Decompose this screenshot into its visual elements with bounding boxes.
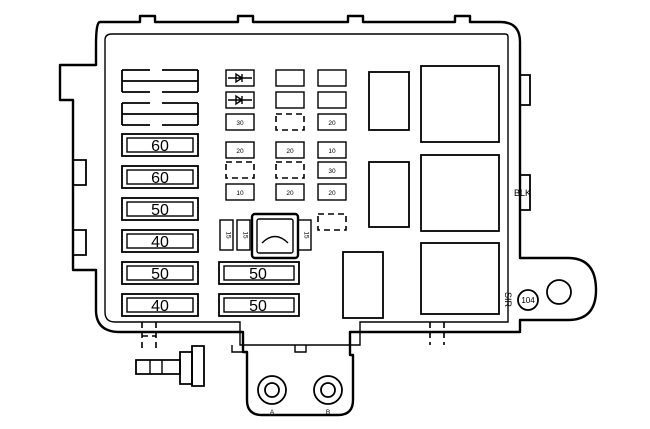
mini-fuse-label: 20: [328, 120, 336, 127]
mini-fuse: [275, 91, 305, 109]
right-notch-lower: [520, 174, 531, 211]
large-fuse-inner: [223, 265, 295, 281]
mini-fuse-label: 10: [328, 148, 336, 155]
large-fuse-label: 50: [151, 266, 169, 283]
large-fuse-inner: [126, 201, 194, 217]
splice-circle: [517, 289, 539, 311]
mini-fuse-label: 20: [286, 148, 294, 155]
mini-fuse-label: 30: [328, 168, 336, 175]
large-fuse-inner: [126, 137, 194, 153]
housing-outline: [58, 14, 598, 417]
bottom-tab: [231, 345, 243, 353]
mini-fuse-label: 20: [286, 190, 294, 197]
stud-a: [257, 375, 287, 405]
stud-connector: [135, 322, 205, 387]
large-fuse-label: 50: [249, 298, 267, 315]
large-fuse-inner: [126, 265, 194, 281]
mini-fuse: [317, 183, 347, 201]
relay-small-1: [368, 71, 410, 131]
mini-fuse: [275, 69, 305, 87]
relay-large-3: [420, 242, 500, 315]
large-fuse-inner: [126, 169, 194, 185]
large-fuse-label: 40: [151, 298, 169, 315]
mini-fuse-label: 20: [328, 190, 336, 197]
mini-fuse: [317, 141, 347, 159]
large-fuse-inner: [126, 297, 194, 313]
mounting-hole: [546, 279, 572, 305]
housing-inner-wall: [104, 33, 509, 346]
large-fuse-inner: [126, 233, 194, 249]
left-notch: [73, 159, 87, 186]
large-fuse: [218, 261, 300, 285]
right-notch: [520, 74, 531, 106]
diode-icon: [228, 72, 252, 84]
relay-small-3: [342, 251, 384, 319]
mini-fuse: [275, 183, 305, 201]
mini-fuse-label: 30: [236, 120, 244, 127]
mini-fuse-empty-slot: [317, 213, 347, 231]
relay-large-1: [420, 65, 500, 143]
mini-fuse-label: 10: [236, 190, 244, 197]
large-fuse-label: 50: [249, 266, 267, 283]
large-fuse-label: 50: [151, 202, 169, 219]
diode-icon: [228, 94, 252, 106]
stud-a-label: A: [270, 409, 275, 416]
large-fuse: [121, 133, 199, 157]
mini-fuse: [317, 91, 347, 109]
mini-fuse: [317, 69, 347, 87]
stud-b: [313, 375, 343, 405]
mini-fuse-label: 20: [236, 148, 244, 155]
mini-fuse: [225, 141, 255, 159]
bottom-tab: [294, 345, 307, 353]
mini-fuse: [225, 69, 255, 87]
large-fuse: [121, 261, 199, 285]
right-lead: [429, 322, 445, 345]
mini-fuse: [225, 113, 255, 131]
mini-fuse: [275, 141, 305, 159]
vertical-mini-fuse-label: 15: [303, 231, 310, 239]
vertical-mini-fuse: [219, 219, 234, 251]
vertical-mini-fuse-label: 15: [225, 231, 232, 239]
stud-b-label: B: [326, 409, 330, 416]
mini-fuse-empty-slot: [275, 161, 305, 179]
large-fuse-label: 60: [151, 138, 169, 155]
large-fuse-label: 40: [151, 234, 169, 251]
large-fuse: [121, 229, 199, 253]
large-fuse: [121, 293, 199, 317]
large-fuse-label: 60: [151, 170, 169, 187]
relay-small-2: [368, 161, 410, 228]
large-fuse-slot-2: [121, 102, 199, 126]
color-label: BLK: [514, 188, 531, 198]
relay-large-2: [420, 154, 500, 232]
left-notch-lower: [73, 229, 87, 256]
vertical-mini-fuse-label: 15: [242, 231, 249, 239]
splice-label: 104: [521, 296, 535, 305]
large-fuse: [121, 165, 199, 189]
mini-fuse-empty-slot: [225, 161, 255, 179]
mini-fuse-empty-slot: [275, 113, 305, 131]
mini-fuse: [225, 91, 255, 109]
mini-fuse: [317, 161, 347, 179]
large-fuse-inner: [223, 297, 295, 313]
large-fuse-slot-1: [121, 69, 199, 93]
mini-fuse: [225, 183, 255, 201]
large-fuse: [218, 293, 300, 317]
vertical-mini-fuse: [236, 219, 251, 251]
sir-label: SIR: [503, 292, 513, 308]
mini-fuse: [317, 113, 347, 131]
center-relay-socket: [250, 212, 300, 260]
large-fuse: [121, 197, 199, 221]
